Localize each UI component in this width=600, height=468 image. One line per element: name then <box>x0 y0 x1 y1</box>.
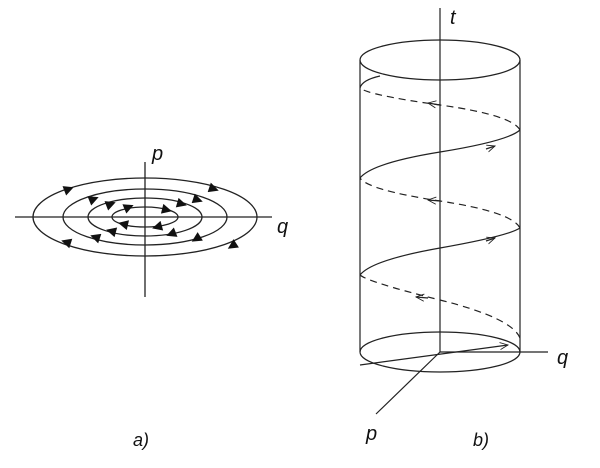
t-axis-label: t <box>450 7 457 29</box>
p-axis-label-b: p <box>365 423 377 445</box>
q-axis-label-b: q <box>557 347 568 369</box>
helix-front-1 <box>359 227 521 276</box>
p-axis-label-a: p <box>151 143 163 165</box>
helix-back-1 <box>359 274 521 339</box>
orbit-outer <box>32 177 258 257</box>
orbit-3 <box>87 197 203 237</box>
orbit-inner <box>111 206 179 228</box>
p-axis-b <box>375 351 441 415</box>
base-radius-arrow <box>359 345 508 366</box>
q-axis-label-a: q <box>277 216 288 238</box>
panel-a: p q a) <box>15 143 288 450</box>
panel-b: t q p b) <box>359 7 568 450</box>
orbit-arrows <box>61 182 239 249</box>
helix-front-2 <box>359 129 521 179</box>
caption-b: b) <box>473 430 489 450</box>
orbit-2 <box>62 188 228 246</box>
caption-a: a) <box>133 430 149 450</box>
helix-front-3 <box>359 75 381 89</box>
helix-arrows <box>416 103 495 298</box>
